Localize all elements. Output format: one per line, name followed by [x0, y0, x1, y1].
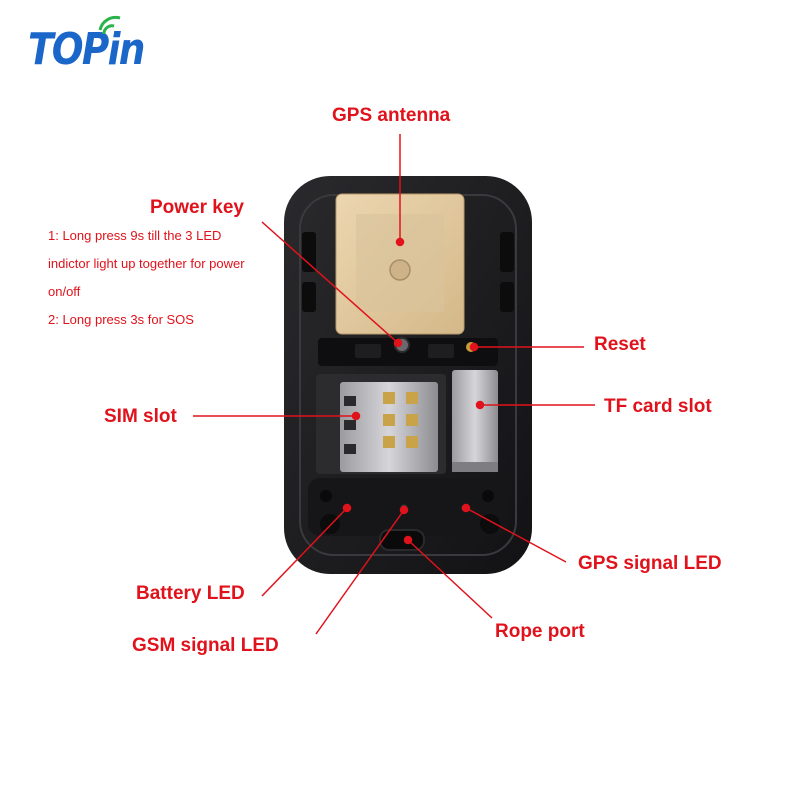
sim-holder-metal [340, 382, 438, 472]
power-key-dot [393, 338, 403, 348]
sim-slot-label: SIM slot [104, 406, 177, 427]
sim-pin-3 [383, 436, 395, 448]
gsm-signal-led-line [315, 509, 405, 635]
gps-antenna-dot [395, 237, 405, 247]
sim-contact-left-2 [344, 420, 356, 430]
tf-card-slot-edge [452, 462, 498, 472]
power-key-line [261, 221, 399, 344]
power-key-note-4: 2: Long press 3s for SOS [48, 312, 194, 327]
sim-pin-5 [406, 414, 418, 426]
rope-port-line [407, 539, 493, 619]
power-key-note-3: on/off [48, 284, 81, 299]
sim-contact-left-3 [344, 444, 356, 454]
side-slot-left [355, 344, 381, 358]
rope-port-dot [403, 535, 413, 545]
signal-arc-large [98, 15, 121, 31]
right-clip-top [500, 232, 514, 272]
rope-port-label: Rope port [495, 621, 585, 642]
power-key-label: Power key [150, 197, 244, 218]
power-key-note-2: indictor light up together for power [48, 256, 245, 271]
right-clip-bottom [500, 282, 514, 312]
gps-signal-led-label: GPS signal LED [578, 553, 722, 574]
logo-wordmark: TOPin [28, 24, 145, 75]
signal-icon [98, 15, 121, 35]
sim-contact-left-1 [344, 396, 356, 406]
gps-signal-led-dot [461, 503, 471, 513]
side-slot-right [428, 344, 454, 358]
sim-pin-1 [383, 392, 395, 404]
reset-dot [469, 342, 479, 352]
tf-card-slot [452, 370, 498, 472]
gps-antenna-label: GPS antenna [332, 105, 451, 126]
reset-label: Reset [594, 334, 646, 355]
power-key-note-1: 1: Long press 9s till the 3 LED [48, 228, 222, 243]
gps-antenna-feed [389, 259, 411, 281]
left-screw [320, 490, 332, 502]
tf-card-dot [475, 400, 485, 410]
battery-led-dot [342, 503, 352, 513]
battery-led-label: Battery LED [136, 583, 245, 604]
gps-signal-led-line [465, 507, 567, 563]
signal-arc-small [102, 24, 115, 35]
sim-pin-6 [406, 436, 418, 448]
tf-card-slot-label: TF card slot [604, 396, 712, 417]
callout-lines [193, 134, 595, 635]
sim-pin-4 [406, 392, 418, 404]
left-clip-top [302, 232, 316, 272]
gsm-signal-led-label: GSM signal LED [132, 635, 279, 656]
right-screw [482, 490, 494, 502]
left-clip-bottom [302, 282, 316, 312]
battery-led-line [261, 507, 348, 597]
sim-pin-2 [383, 414, 395, 426]
rope-port[interactable] [379, 529, 425, 551]
gsm-signal-led-dot [399, 505, 409, 515]
bottom-left-clip [320, 514, 340, 534]
bottom-panel [308, 478, 508, 536]
sim-slot-dot [351, 411, 361, 421]
